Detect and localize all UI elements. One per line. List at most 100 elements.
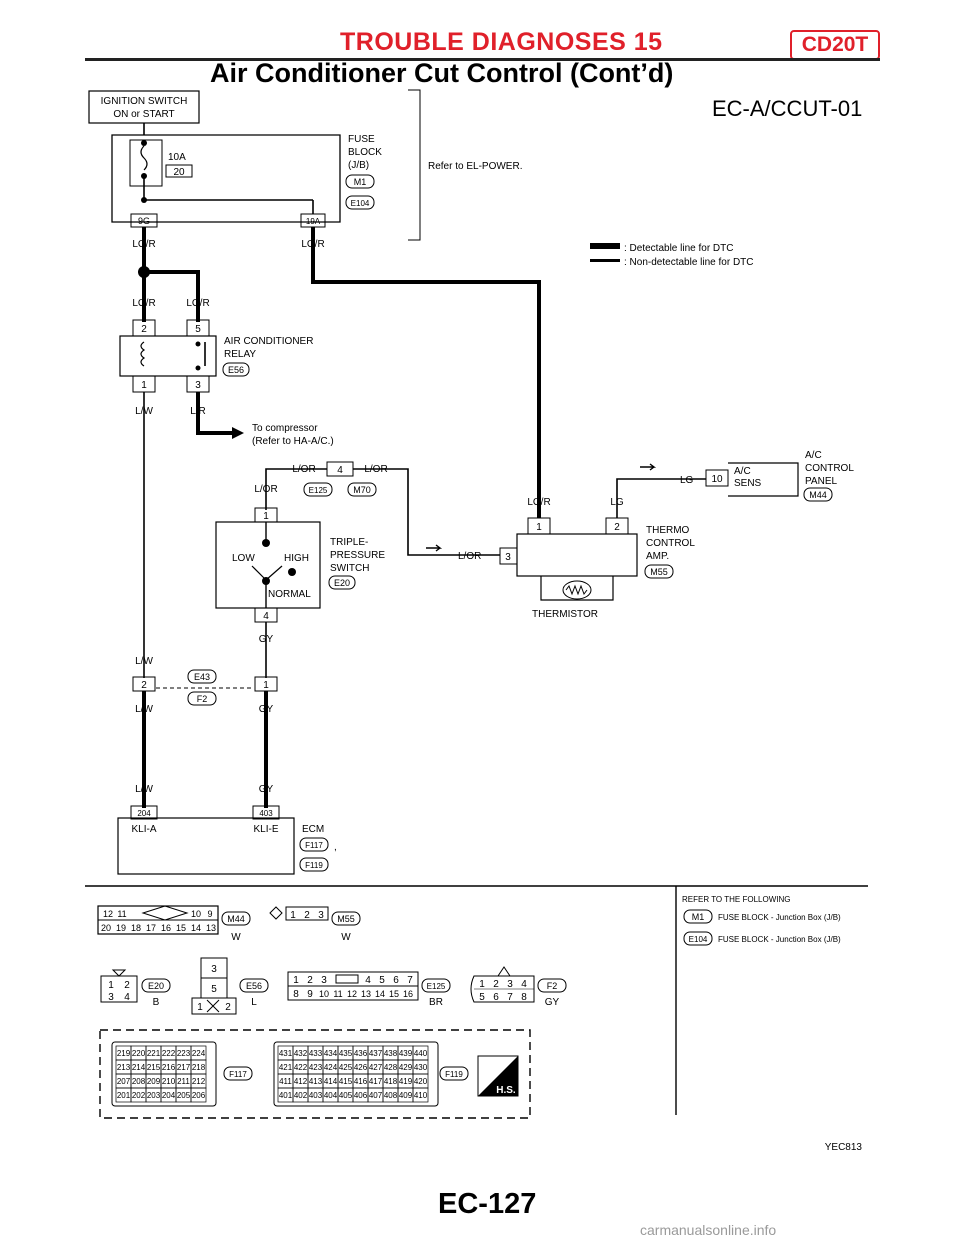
pin-label: 207 (117, 1077, 131, 1086)
lg-flow-arrow (640, 463, 657, 471)
pin-label: 222 (162, 1049, 176, 1058)
triple-node-bottom (262, 577, 270, 585)
e125-pin: 7 (407, 975, 413, 986)
face-m44: 12 11 10 9 20 19 18 17 16 15 14 13 (97, 905, 219, 935)
pin-label: 220 (132, 1049, 146, 1058)
wire-label-lw-4: L/W (135, 784, 153, 795)
switch-high: HIGH (284, 553, 309, 564)
pin-label: 211 (177, 1077, 190, 1086)
diagram-code: EC-A/CCUT-01 (712, 96, 862, 121)
ignition-switch-label-2: ON or START (113, 109, 174, 120)
pin-label: 218 (192, 1063, 206, 1072)
refer-power: Refer to EL-POWER. (428, 161, 522, 172)
pin-label: 223 (177, 1049, 191, 1058)
header-rule (85, 58, 880, 61)
pin-label: 202 (132, 1091, 146, 1100)
ecm-comma: , (334, 842, 337, 853)
pin-label: 407 (369, 1091, 383, 1100)
e125-pin: 8 (293, 989, 299, 1000)
conn-f2: F2 (197, 694, 208, 704)
conn-e20: E20 (334, 578, 350, 588)
e125-pin: 15 (389, 989, 399, 999)
relay-contact-a (195, 341, 201, 347)
conn-e43-pill (187, 669, 217, 684)
legend-nondetect-swatch (590, 259, 620, 262)
ecm-body (117, 817, 295, 875)
m44-pin: 12 (103, 909, 113, 919)
wire-label-lor-4: L/OR (458, 551, 481, 562)
pin-label: 420 (414, 1077, 428, 1086)
pin-label: 423 (309, 1063, 323, 1072)
face-m44-color: W (231, 932, 241, 943)
thermo-label-3: AMP. (646, 551, 669, 562)
pin-label: 430 (414, 1063, 428, 1072)
ac-sens-2: SENS (734, 478, 762, 489)
face-e56: 3 5 1 2 (191, 957, 237, 1015)
wire-label-lor-2: L/OR (254, 484, 277, 495)
conn-e104: E104 (351, 199, 370, 208)
figure-code: YEC813 (825, 1142, 863, 1153)
fuse-element (140, 145, 148, 171)
ecm-pin-403: 403 (259, 809, 273, 818)
face-e56-color: L (251, 997, 257, 1008)
fuse-node-top (141, 140, 147, 146)
conn-m1-pill (345, 174, 375, 189)
face-m44-pill (221, 911, 251, 926)
pin-label: 427 (369, 1063, 383, 1072)
m44-pin: 17 (146, 923, 156, 933)
face-m44-label: M44 (227, 914, 245, 924)
pin-label: 425 (339, 1063, 353, 1072)
fuse-block-label-1: FUSE (348, 134, 375, 145)
wire-label-gy-3: GY (259, 784, 274, 795)
pin-label: 436 (354, 1049, 368, 1058)
e125-pin: 9 (307, 989, 313, 1000)
ignition-switch-label-1: IGNITION SWITCH (101, 96, 188, 107)
pin-label: 421 (279, 1063, 293, 1072)
pin-label: 213 (117, 1063, 131, 1072)
e43-pin-2: 2 (141, 680, 147, 691)
wire-lg-panel (616, 478, 706, 518)
e125-pin: 14 (375, 989, 385, 999)
refer-e104-pill (683, 931, 713, 946)
switch-low: LOW (232, 553, 255, 564)
face-e125-pill (421, 978, 451, 993)
pin-label: 406 (354, 1091, 368, 1100)
ecm-label: ECM (302, 824, 324, 835)
face-f117-label: F117 (229, 1070, 247, 1079)
thermo-pin-2: 2 (614, 522, 620, 533)
ecm-connector-frame (99, 1029, 531, 1119)
e125-pin: 6 (393, 975, 399, 986)
refer-e104-desc: FUSE BLOCK - Junction Box (J/B) (718, 935, 841, 944)
thermo-pin-3-box (499, 547, 518, 565)
m55-pin: 1 (290, 910, 296, 921)
pin-label: 405 (339, 1091, 353, 1100)
e125-pin: 2 (307, 975, 313, 986)
conn-f117-pill (299, 837, 329, 852)
m44-pin: 13 (206, 923, 216, 933)
e125-pin: 13 (361, 989, 371, 999)
thermistor-label: THERMISTOR (532, 609, 598, 620)
refer-m1-desc: FUSE BLOCK - Junction Box (J/B) (718, 913, 841, 922)
pin-label: 215 (147, 1063, 161, 1072)
pin-19a: 19A (306, 217, 321, 226)
face-e125: 1 2 3 4 5 6 7 8 9 10 11 12 13 14 15 16 (287, 971, 419, 1001)
triple-label-2: PRESSURE (330, 550, 385, 561)
pin-label: 417 (369, 1077, 383, 1086)
pin-label: 413 (309, 1077, 323, 1086)
ac-panel-3: PANEL (805, 476, 837, 487)
relay-pin-3: 3 (195, 380, 201, 391)
conn-e125-pill (303, 482, 333, 497)
pin-label: 221 (147, 1049, 161, 1058)
pin-label: 201 (117, 1091, 131, 1100)
e125-pin: 11 (333, 989, 342, 999)
to-compressor-1: To compressor (252, 423, 318, 434)
thermistor-zigzag (565, 584, 588, 596)
face-e20-label: E20 (148, 981, 164, 991)
pin-label: 422 (294, 1063, 308, 1072)
face-f117-pill (223, 1066, 253, 1081)
refer-m1: M1 (692, 912, 705, 922)
pin-label: 205 (177, 1091, 191, 1100)
pin-label: 224 (192, 1049, 206, 1058)
